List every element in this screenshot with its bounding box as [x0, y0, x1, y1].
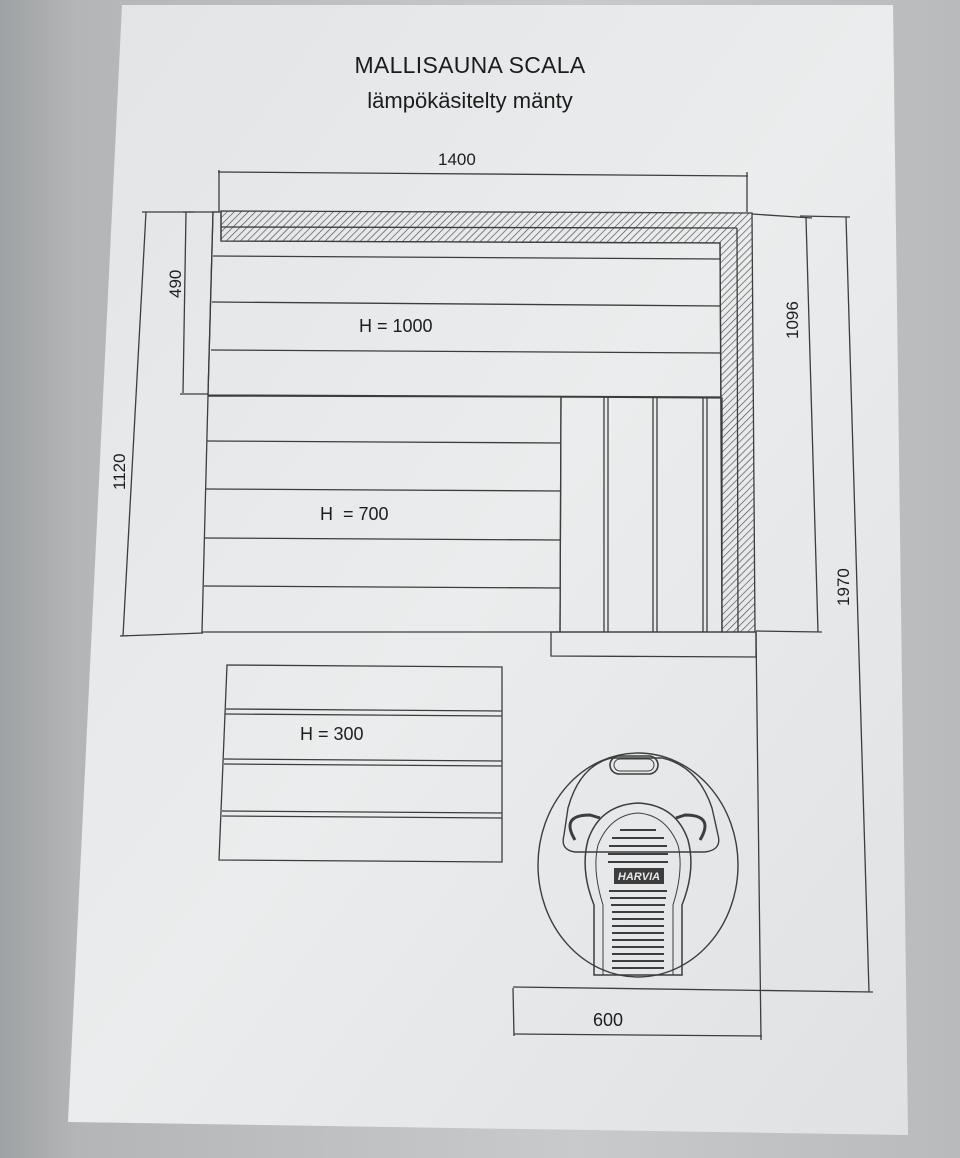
bench-lower — [218, 664, 503, 863]
bench-label-upper: H = 1000 — [359, 316, 433, 336]
bench-middle-board — [204, 537, 561, 541]
bench-upper-board — [212, 255, 722, 260]
bench-upper-board — [210, 349, 722, 354]
bench-lower-board — [221, 810, 503, 814]
bench-label-middle: H = 700 — [320, 504, 389, 524]
wall-inner-line-top — [220, 226, 738, 229]
bench-label-lower: H = 300 — [300, 724, 364, 744]
bench-lower-board — [221, 815, 503, 819]
dimension-line-top — [217, 171, 749, 177]
bench-lower-board — [224, 713, 503, 717]
heater-brand-text: HARVIA — [618, 871, 660, 883]
heater-brand-plate — [614, 868, 664, 884]
extension-line-1970-top — [799, 215, 851, 218]
wall-inner-line — [736, 227, 739, 633]
dimension-label-600: 600 — [593, 1010, 624, 1030]
dimension-label-1096: 1096 — [783, 301, 802, 339]
dimension-line-1120 — [122, 211, 147, 637]
bench-upper-board — [211, 301, 722, 307]
dimension-line-1096 — [805, 217, 819, 633]
extension-line-1096-bottom — [755, 630, 823, 633]
dimension-line-490 — [182, 211, 187, 394]
diagram-subtitle: lämpökäsitelty mänty — [367, 88, 573, 113]
sauna-heater-icon — [537, 752, 739, 978]
diagram-title: MALLISAUNA SCALA — [354, 52, 586, 78]
extension-line-1096-top — [751, 213, 813, 219]
extension-line-600-left — [512, 987, 515, 1037]
dimension-label-1120: 1120 — [110, 453, 129, 490]
dimension-label-1970: 1970 — [834, 568, 853, 606]
bench-lower-board — [225, 708, 503, 712]
dimension-label-490: 490 — [166, 269, 185, 298]
wall-line-right — [755, 631, 762, 1041]
bench-middle-board — [203, 585, 561, 589]
extension-line-1120-bottom — [119, 632, 204, 637]
bench-middle-board — [205, 488, 561, 492]
dimension-line-600 — [513, 1033, 763, 1037]
dimension-line-1970 — [845, 216, 870, 993]
bench-middle-board — [206, 440, 561, 444]
bench-lower-board — [223, 758, 503, 762]
bench-lower-board — [223, 763, 503, 767]
dimension-label-1400: 1400 — [438, 150, 476, 169]
bench-upper-edge — [207, 211, 214, 396]
extension-line-1970-bottom — [512, 986, 874, 993]
